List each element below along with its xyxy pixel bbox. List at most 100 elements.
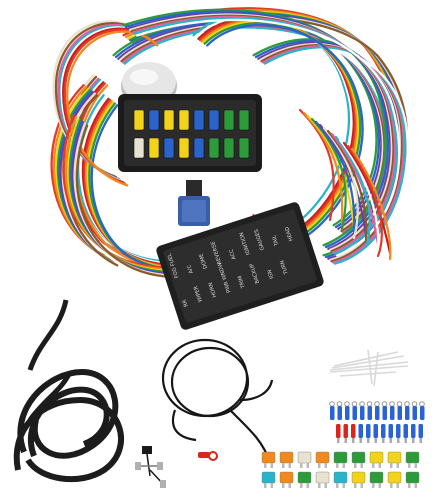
pigtail-connectors xyxy=(135,446,166,488)
wire-end xyxy=(338,138,380,252)
terminal xyxy=(411,424,416,438)
fuse-blade xyxy=(318,463,321,468)
terminal xyxy=(397,406,402,420)
terminal xyxy=(360,406,365,420)
fuse xyxy=(133,109,145,131)
relay xyxy=(178,180,210,226)
terminal xyxy=(337,406,342,420)
spare-fuses xyxy=(261,451,420,488)
spare-fuse xyxy=(387,451,402,464)
ring-terminal-icon xyxy=(198,451,218,461)
fuse-blade xyxy=(372,483,375,488)
spare-fuse xyxy=(405,471,420,484)
fuse xyxy=(238,109,250,131)
fuse-cover-label: RR xyxy=(182,298,190,307)
terminal-pin xyxy=(382,438,385,443)
spare-fuse xyxy=(369,451,384,464)
spare-fuse xyxy=(279,451,294,464)
wire xyxy=(206,23,364,237)
terminal xyxy=(420,406,425,420)
fuse-blade xyxy=(360,483,363,488)
fuse-blade xyxy=(288,483,291,488)
wire xyxy=(133,17,398,255)
wire-end xyxy=(334,135,371,249)
terminal xyxy=(388,424,393,438)
fuse-blade xyxy=(300,483,303,488)
terminal xyxy=(405,406,410,420)
fuse-blade xyxy=(390,463,393,468)
fuse xyxy=(208,109,220,131)
fuse-cover-label: TAIL xyxy=(271,234,280,247)
terminal xyxy=(375,406,380,420)
terminal xyxy=(343,424,348,438)
terminal xyxy=(352,406,357,420)
wire-end xyxy=(326,129,368,243)
fuse xyxy=(163,109,175,131)
fuse-blade xyxy=(390,483,393,488)
fuse-blade xyxy=(336,463,339,468)
terminal xyxy=(390,406,395,420)
fuse-blade xyxy=(336,483,339,488)
fuse-cover-label: ACC xyxy=(228,248,237,260)
fuse xyxy=(178,109,190,131)
fuse-blade xyxy=(270,463,273,468)
fuse-blade xyxy=(300,463,303,468)
terminal-pin xyxy=(374,438,377,443)
loom-roll-1 xyxy=(17,299,119,459)
terminal-pin xyxy=(419,438,422,443)
fuse-cover-label: DOME xyxy=(198,253,209,270)
fuse-blade xyxy=(264,483,267,488)
terminal xyxy=(382,406,387,420)
fuse-blade xyxy=(360,463,363,468)
zip-ties xyxy=(329,349,409,387)
fuse-blade xyxy=(264,463,267,468)
terminal xyxy=(403,424,408,438)
fuse xyxy=(163,137,175,159)
fuse-cover-label: TURN xyxy=(279,259,290,276)
fuse-cover-label: TRIM xyxy=(237,275,247,290)
fuse-blade xyxy=(396,483,399,488)
wire-end xyxy=(350,147,392,261)
terminal-pin xyxy=(344,438,347,443)
fuse-cover-label: HORN xyxy=(208,281,219,298)
fuse-blade xyxy=(378,483,381,488)
spare-fuse xyxy=(333,471,348,484)
spare-fuse xyxy=(405,451,420,464)
terminal xyxy=(396,424,401,438)
fuse-blade xyxy=(306,463,309,468)
wire xyxy=(122,8,387,247)
fuse-cover-label: IGN xyxy=(267,269,276,280)
terminal xyxy=(373,424,378,438)
fuse xyxy=(193,137,205,159)
wire-end xyxy=(310,117,347,231)
fuse-cover-label: WIPER xyxy=(193,285,204,303)
spare-fuse xyxy=(387,471,402,484)
terminal xyxy=(418,424,423,438)
fuse xyxy=(178,137,190,159)
terminal xyxy=(345,406,350,420)
terminal xyxy=(366,424,371,438)
crimp-terminals xyxy=(329,401,425,443)
terminal-pin xyxy=(412,438,415,443)
spare-fuse xyxy=(351,471,366,484)
fuse-array xyxy=(133,109,250,159)
fuse-blade xyxy=(414,463,417,468)
wire xyxy=(66,30,159,187)
terminal xyxy=(358,424,363,438)
fuse-blade xyxy=(324,483,327,488)
fuse xyxy=(148,137,160,159)
fuse-blade xyxy=(282,483,285,488)
fuse-blade xyxy=(372,463,375,468)
wire-end xyxy=(314,120,356,234)
fuse-blade xyxy=(318,483,321,488)
fuse-blade xyxy=(408,483,411,488)
spare-fuse xyxy=(279,471,294,484)
terminal xyxy=(351,424,356,438)
terminal xyxy=(412,406,417,420)
fuse-blade xyxy=(354,483,357,488)
terminal-pin xyxy=(337,438,340,443)
wire xyxy=(203,22,362,235)
fuse-panel xyxy=(118,94,262,172)
terminal-pin xyxy=(367,438,370,443)
spare-fuse xyxy=(351,451,366,464)
